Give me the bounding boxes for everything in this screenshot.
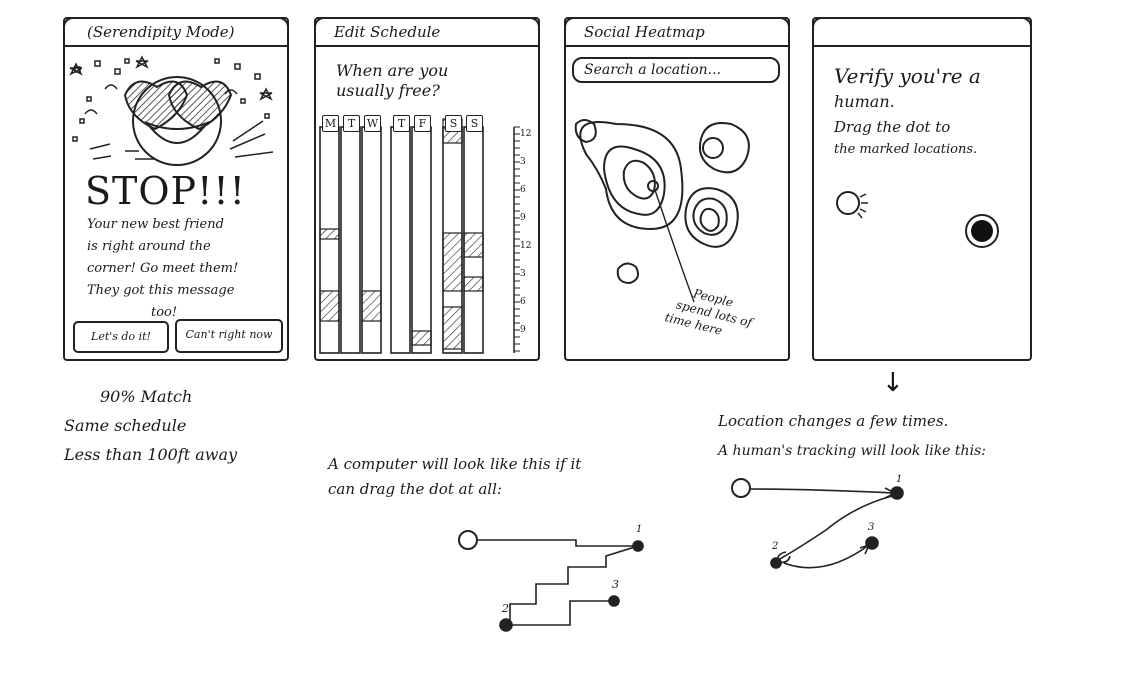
verify-text: Verify you're a human. Drag the dot to t… (834, 63, 981, 161)
day-label[interactable]: W (364, 115, 381, 132)
serendipity-title: (Serendipity Mode) (63, 17, 289, 47)
message-line: corner! Go meet them! (87, 261, 239, 276)
busy-block[interactable] (319, 228, 340, 240)
message-line: They got this message (87, 283, 235, 298)
human-point-label: 2 (772, 541, 779, 552)
location-search-input[interactable]: Search a location... (572, 57, 780, 83)
prompt-line: usually free? (336, 81, 440, 100)
draggable-dot[interactable] (836, 191, 868, 219)
computer-notes: A computer will look like this if it can… (328, 452, 581, 502)
computer-point-label: 1 (636, 524, 643, 535)
computer-line: A computer will look like this if it (328, 455, 582, 473)
human-line: A human's tracking will look like this: (718, 443, 986, 459)
accept-button[interactable]: Let's do it! (73, 321, 169, 353)
busy-block[interactable] (463, 232, 484, 258)
day-label[interactable]: M (322, 115, 339, 132)
human-point-label: 1 (896, 474, 903, 485)
schedule-screen: Edit Schedule When are you usually free?… (314, 17, 540, 361)
verify-line: Drag the dot to (834, 118, 951, 136)
message-line: Your new best friend (87, 217, 224, 232)
busy-block[interactable] (442, 232, 463, 292)
serendipity-screen: (Serendipity Mode) (63, 17, 289, 361)
human-point-label: 3 (868, 522, 875, 533)
target-location-marker (965, 214, 999, 248)
decline-button[interactable]: Can't right now (175, 319, 283, 353)
day-column[interactable] (411, 126, 432, 354)
match-percentage: 90% Match (100, 387, 193, 406)
verify-line: the marked locations. (834, 142, 978, 157)
busy-block[interactable] (319, 290, 340, 322)
verify-line: human. (834, 92, 895, 111)
day-label[interactable]: S (466, 115, 483, 132)
day-label[interactable]: T (343, 115, 360, 132)
day-label[interactable]: S (445, 115, 462, 132)
heatmap-map[interactable] (566, 19, 788, 359)
schedule-prompt: When are you usually free? (336, 61, 448, 101)
time-label: 9 (520, 325, 526, 335)
time-label: 3 (520, 269, 526, 279)
schedule-title: Edit Schedule (314, 17, 540, 47)
day-label[interactable]: T (393, 115, 410, 132)
human-line: Location changes a few times. (718, 412, 949, 430)
time-label: 3 (520, 157, 526, 167)
computer-point-label: 3 (612, 578, 619, 591)
serendipity-message: Your new best friend is right around the… (87, 214, 287, 324)
prompt-line: When are you (336, 61, 449, 80)
time-label: 12 (520, 241, 532, 251)
time-label: 12 (520, 129, 532, 139)
celebration-emoji-icon (69, 55, 274, 166)
verify-line: Verify you're a (834, 64, 981, 88)
match-detail: Same schedule (64, 416, 187, 435)
computer-line: can drag the dot at all: (328, 480, 502, 498)
busy-block[interactable] (463, 276, 484, 292)
human-path-diagram (731, 478, 904, 569)
day-label[interactable]: F (414, 115, 431, 132)
computer-point-label: 2 (502, 602, 509, 615)
schedule-grid[interactable] (316, 19, 538, 359)
day-column[interactable] (390, 126, 411, 354)
down-arrow-icon: ↓ (882, 368, 904, 398)
verify-screen: Verify you're a human. Drag the dot to t… (812, 17, 1032, 361)
message-line: too! (151, 305, 178, 320)
stop-heading: STOP!!! (85, 169, 246, 213)
match-notes: 90% Match Same schedule Less than 100ft … (64, 382, 237, 469)
busy-block[interactable] (411, 330, 432, 346)
time-label: 6 (520, 185, 526, 195)
day-column[interactable] (340, 126, 361, 354)
message-line: is right around the (87, 239, 211, 254)
heatmap-title: Social Heatmap (564, 17, 790, 47)
verify-title (812, 17, 1032, 47)
match-detail: Less than 100ft away (64, 445, 238, 464)
time-label: 6 (520, 297, 526, 307)
heatmap-screen: Social Heatmap Search a location... Peop… (564, 17, 790, 361)
busy-block[interactable] (361, 290, 382, 322)
busy-block[interactable] (442, 306, 463, 350)
human-notes: Location changes a few times. A human's … (718, 406, 986, 466)
time-label: 9 (520, 213, 526, 223)
